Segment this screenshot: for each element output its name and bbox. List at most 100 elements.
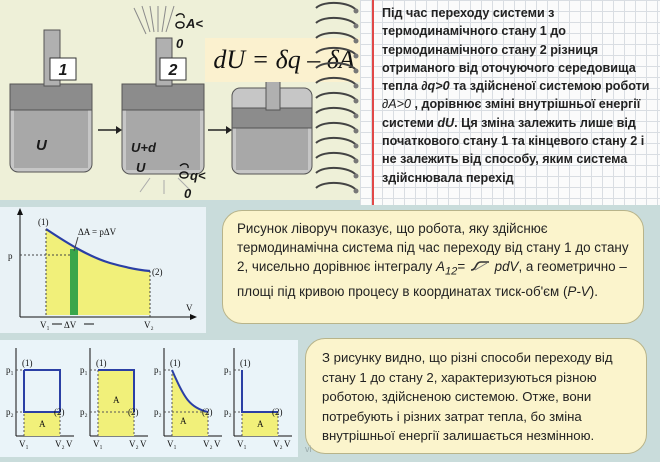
work-positive-symbol: ∂A>0 (382, 97, 411, 112)
energy-u-du-label-line1: U+d (131, 140, 157, 155)
spiral-ring (315, 122, 357, 131)
spiral-ring (315, 2, 357, 11)
spiral-ring (315, 182, 357, 191)
callout-text-part: Рисунок ліворуч показує, що робота, яку … (237, 221, 629, 274)
integral-icon (470, 261, 489, 271)
heat-negative-label: q< (190, 168, 206, 183)
delta-icon (179, 163, 189, 179)
v2-label: V₂ (203, 439, 213, 449)
spiral-hole (353, 38, 359, 44)
work-area (46, 229, 150, 315)
v-axis-label: V (214, 439, 221, 449)
v2-label: V₂ (144, 320, 154, 330)
spiral-hole (353, 173, 359, 179)
v-axis-label: V (140, 439, 147, 449)
energy-u-label: U (36, 137, 48, 154)
v1-label: V₁ (40, 320, 50, 330)
spiral-hole (353, 53, 359, 59)
spiral-hole (353, 23, 359, 29)
state-1-label: 1 (59, 62, 68, 79)
watermark: vi (305, 444, 312, 454)
p1-label: p₁ (224, 365, 232, 375)
heat-positive-symbol: ∂q>0 (421, 79, 450, 94)
a12-letter: A (436, 259, 445, 274)
callout-work-integral-text: Рисунок ліворуч показує, що робота, яку … (237, 219, 633, 301)
heat-negative-zero: 0 (184, 186, 192, 200)
piston-diagram: 1 2 U U+d U A< 0 q< 0 (9, 5, 313, 201)
heat-positive-text: q>0 (427, 79, 450, 94)
work-area (98, 370, 134, 436)
v1-label: V₁ (19, 439, 29, 449)
p2-label: p₂ (6, 407, 14, 417)
v1-label: V₁ (93, 439, 103, 449)
spiral-binding (315, 2, 359, 194)
process-path (171, 369, 209, 413)
point-1-label: (1) (96, 358, 107, 368)
callout-text-part: , а геометрично – площі під кривою проце… (237, 259, 627, 299)
process-path (23, 369, 61, 413)
spiral-hole (353, 113, 359, 119)
cylinder-3 (231, 71, 313, 175)
spiral-ring (315, 107, 357, 116)
point-2-label: (2) (202, 407, 213, 417)
da-formula-label: ΔA = pΔV (78, 227, 117, 237)
process-arrow-2 (208, 126, 232, 134)
notebook-margin-line (372, 0, 374, 205)
dv-label: ΔV (64, 320, 77, 330)
pdv-text: pdV (490, 259, 519, 274)
spiral-ring (315, 137, 357, 146)
work-strip (70, 249, 78, 315)
work-area-label: A (113, 395, 120, 405)
p-label: p (8, 251, 13, 261)
pv-graph-svg: p V (1) (2) V₁ V₂ ΔV ΔA = pΔV (8, 208, 197, 330)
v1-label: V₁ (237, 439, 247, 449)
work-negative-zero: 0 (176, 36, 184, 51)
point-2-label: (2) (152, 267, 163, 277)
pv-graph: p V (1) (2) V₁ V₂ ΔV ΔA = pΔV (0, 207, 206, 333)
v1-label: V₁ (167, 439, 177, 449)
spiral-ring (315, 77, 357, 86)
spiral-ring (315, 152, 357, 161)
spiral-hole (353, 8, 359, 14)
v2-label: V₂ (129, 439, 139, 449)
spiral-ring (315, 92, 357, 101)
process-path (98, 369, 135, 412)
spiral-hole (353, 128, 359, 134)
work-negative-label: A< (185, 16, 203, 31)
p2-label: p₂ (154, 407, 162, 417)
v-axis-label: V (284, 439, 291, 449)
p1-label: p₁ (6, 365, 14, 375)
v-axis-label: V (66, 439, 73, 449)
point-1-label: (1) (38, 217, 49, 227)
notebook-text-part: Під час переходу системи з термодинамічн… (382, 6, 636, 94)
work-area-label: A (39, 419, 46, 429)
v-axis-label: V (186, 303, 193, 313)
point-2-label: (2) (272, 407, 283, 417)
notebook-text-part: . Ця зміна залежить лише від початкового… (382, 115, 645, 185)
illustration-panel: 1 2 U U+d U A< 0 q< 0 dU = δq – δA (0, 0, 363, 201)
spiral-ring (315, 62, 357, 71)
p1-label: p₁ (80, 365, 88, 375)
p1-label: p₁ (154, 365, 162, 375)
spiral-hole (353, 188, 359, 194)
spiral-ring (315, 17, 357, 26)
notebook-text-part: , дорівнює зміні внутрішньої енергії сис… (382, 97, 641, 130)
notebook-text-part: та здійсненої системою роботи (449, 79, 650, 94)
a12-symbol: A12 (436, 259, 457, 278)
notebook-panel (360, 0, 660, 205)
outgoing-arrows (139, 177, 191, 194)
spiral-hole (353, 98, 359, 104)
spiral-ring (315, 167, 357, 176)
cylinder-1 (9, 29, 93, 173)
notebook-text: Під час переходу системи з термодинамічн… (382, 4, 650, 187)
spiral-hole (353, 68, 359, 74)
energy-u-du-label-line2: U (136, 160, 146, 175)
work-area-label: A (180, 416, 187, 426)
p2-label: p₂ (224, 407, 232, 417)
v2-label: V₂ (273, 439, 283, 449)
spiral-hole (353, 83, 359, 89)
pv-text: P-V (567, 283, 590, 299)
work-positive-text: A>0 (388, 97, 411, 112)
